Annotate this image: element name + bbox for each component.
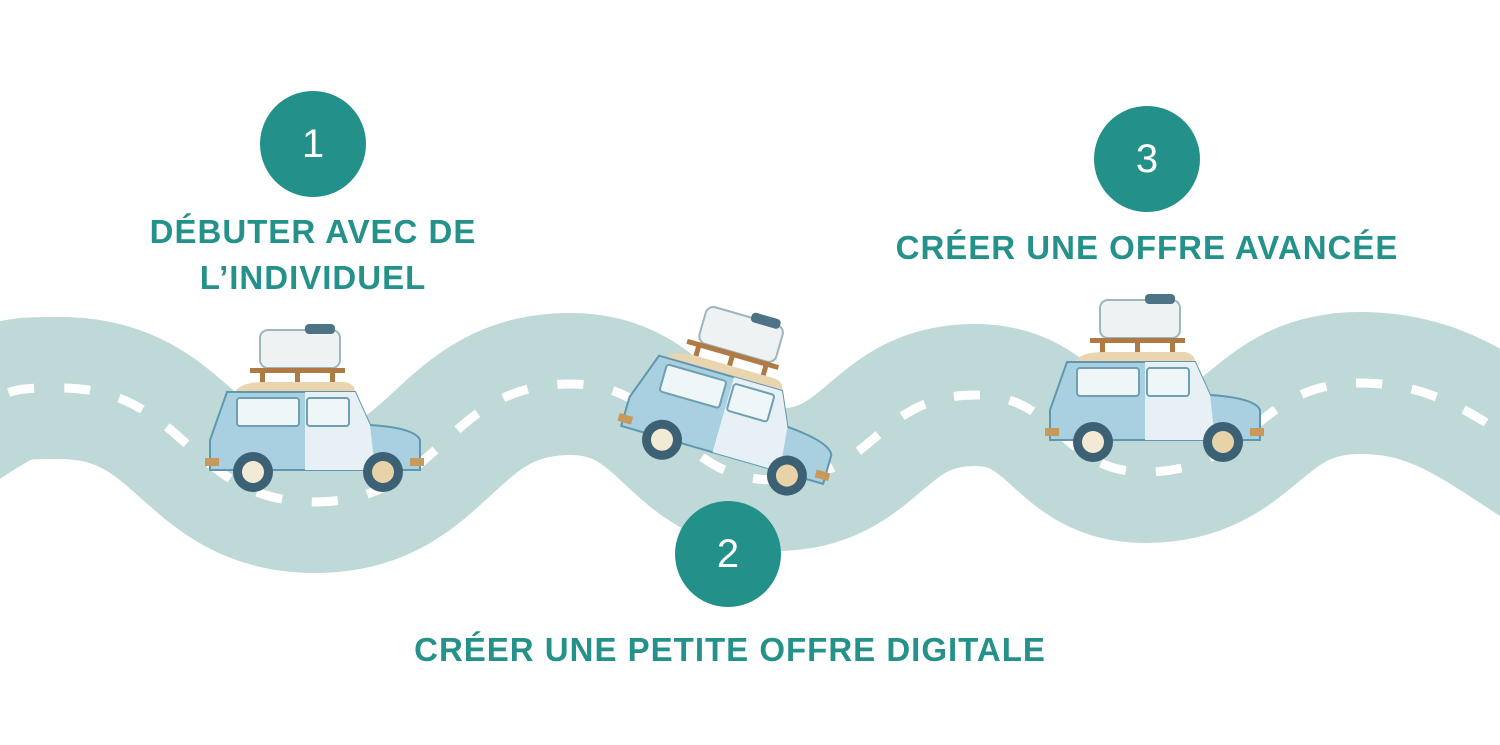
step-1-title-line1: DÉBUTER AVEC DE <box>149 213 477 250</box>
step-1-title: DÉBUTER AVEC DE L’INDIVIDUEL <box>150 209 477 301</box>
step-3-badge: 3 <box>1094 106 1200 212</box>
step-3-title: CRÉER UNE OFFRE AVANCÉE <box>895 229 1399 266</box>
step-1-badge: 1 <box>260 91 366 197</box>
step-2-title: CRÉER UNE PETITE OFFRE DIGITALE <box>414 631 1046 668</box>
step-1-title-line2: L’INDIVIDUEL <box>199 259 427 296</box>
step-2-badge: 2 <box>675 501 781 607</box>
